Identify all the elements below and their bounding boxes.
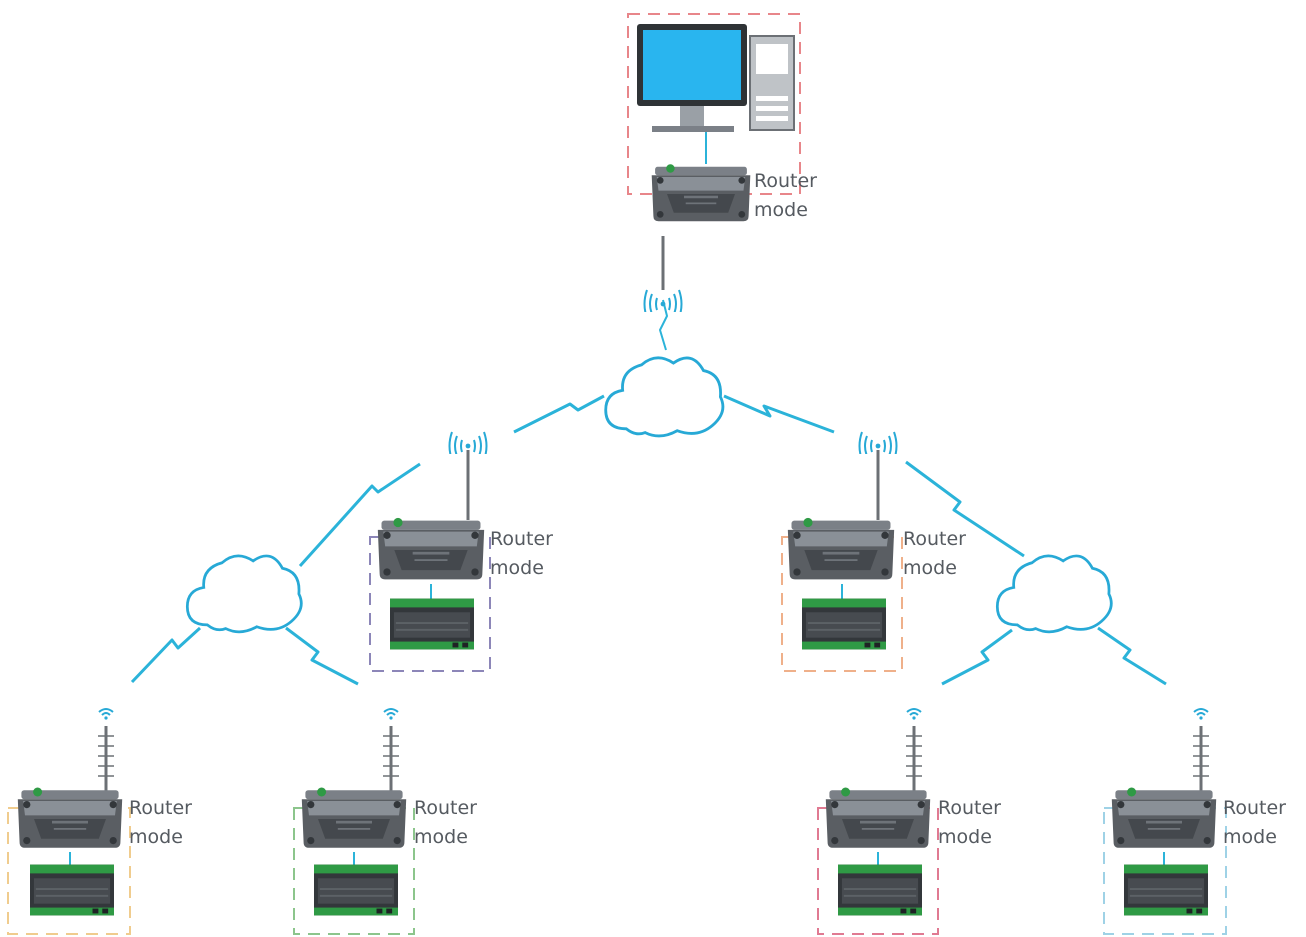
router-icon (787, 517, 895, 580)
plc-icon (802, 598, 886, 650)
node-label-line2: mode (414, 826, 468, 848)
link-right-cloud-leaf-4 (1097, 626, 1167, 686)
link-right-cloud-leaf-3 (941, 628, 1013, 686)
svg-text:Router mode: Router mode (1223, 797, 1292, 848)
svg-text:Router mode: Router mode (754, 170, 823, 221)
plc-icon (1124, 864, 1208, 916)
router-icon (1111, 787, 1217, 848)
svg-text:Router mode: Router mode (490, 528, 559, 579)
node-leaf-1: Router mode (7, 726, 198, 935)
node-leaf-3: Router mode (817, 726, 1007, 935)
node-frame (627, 13, 801, 195)
link-central-cloud (659, 299, 668, 351)
router-icon (377, 517, 485, 580)
node-label-line2: mode (938, 826, 992, 848)
computer-icon (637, 24, 795, 132)
plc-icon (314, 864, 398, 916)
link-left-cloud-leaf-1 (130, 626, 202, 684)
router-icon (301, 787, 407, 848)
node-label-line2: mode (1223, 826, 1277, 848)
link-top-cloud-mid-right (723, 394, 835, 434)
node-label-line1: Router (129, 797, 192, 819)
svg-text:Router mode: Router mode (903, 528, 972, 579)
plc-icon (838, 864, 922, 916)
node-label-line2: mode (129, 826, 183, 848)
link-mid-right-cloud (905, 460, 1025, 558)
svg-text:Router mode: Router mode (414, 797, 483, 848)
node-label-line1: Router (490, 528, 553, 550)
node-label-line2: mode (490, 557, 544, 579)
svg-text:Router mode: Router mode (938, 797, 1007, 848)
wifi-icon (1193, 708, 1209, 720)
link-mid-left-cloud (298, 462, 421, 568)
plc-icon (390, 598, 474, 650)
svg-text:Router mode: Router mode (129, 797, 198, 848)
node-label-line1: Router (754, 170, 817, 192)
node-leaf-2: Router mode (293, 726, 483, 935)
node-label-line1: Router (938, 797, 1001, 819)
node-label-line1: Router (1223, 797, 1286, 819)
node-mid-left: Router mode (369, 450, 559, 672)
wifi-icon (383, 708, 399, 720)
node-label-line1: Router (414, 797, 477, 819)
router-icon (825, 787, 931, 848)
router-icon (17, 787, 123, 848)
cloud-icon (995, 554, 1113, 634)
cloud-icon (604, 356, 725, 438)
node-label-line2: mode (754, 199, 808, 221)
link-top-cloud-mid-left (513, 394, 605, 434)
node-central: Router mode (627, 13, 823, 222)
node-label-line1: Router (903, 528, 966, 550)
node-label-line2: mode (903, 557, 957, 579)
wifi-icon (643, 289, 683, 312)
node-leaf-4: Router mode (1103, 726, 1292, 935)
router-icon (651, 164, 751, 222)
wireless-links (130, 236, 1167, 686)
link-left-cloud-leaf-2 (285, 626, 359, 686)
wifi-icon (98, 708, 114, 720)
cloud-icon (185, 554, 303, 634)
wifi-icon (906, 708, 922, 720)
plc-icon (30, 864, 114, 916)
node-mid-right: Router mode (781, 450, 972, 672)
